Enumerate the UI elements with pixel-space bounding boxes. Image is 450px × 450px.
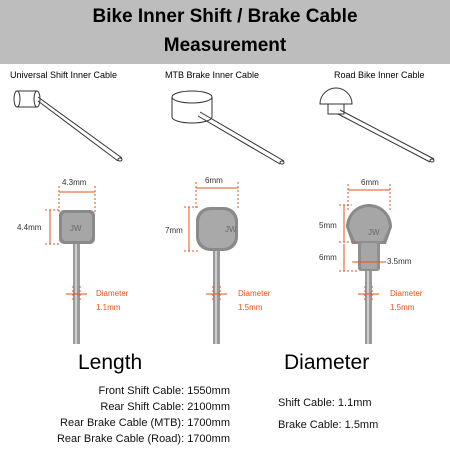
road-width-label: 6mm [361, 178, 379, 187]
diameter-item: Shift Cable: 1.1mm [278, 397, 372, 409]
mtb-cable-photo: JW [196, 207, 238, 344]
universal-cable-drawing [13, 90, 123, 162]
length-item: Rear Brake Cable (MTB): 1700mm [60, 417, 230, 429]
road-cable-drawing [319, 87, 435, 163]
page-title: Bike Inner Shift / Brake Cable [92, 6, 358, 27]
road-neck-label: 3.5mm [387, 257, 412, 266]
page-subtitle: Measurement [163, 35, 287, 56]
length-list: Front Shift Cable: 1550mm Rear Shift Cab… [20, 383, 230, 447]
universal-diameter-label: Diameter [96, 289, 129, 298]
category-mtb: MTB Brake Inner Cable [165, 70, 260, 80]
mtb-diameter-value: 1.5mm [238, 303, 263, 312]
universal-width-label: 4.3mm [62, 178, 87, 187]
category-universal: Universal Shift Inner Cable [10, 70, 118, 80]
mtb-height-label: 7mm [165, 226, 183, 235]
svg-text:JW: JW [368, 228, 380, 237]
length-heading: Length [78, 351, 143, 374]
diameter-list: Shift Cable: 1.1mm Brake Cable: 1.5mm [278, 395, 378, 433]
category-road: Road Bike Inner Cable [334, 70, 425, 80]
mtb-diameter-label: Diameter [238, 289, 271, 298]
svg-text:JW: JW [70, 224, 82, 233]
dimension-lines [45, 182, 391, 302]
road-diameter-label: Diameter [390, 289, 423, 298]
universal-height-label: 4.4mm [17, 223, 42, 232]
road-diameter-value: 1.5mm [390, 303, 415, 312]
header-banner [0, 0, 450, 64]
road-height-top-label: 5mm [319, 221, 337, 230]
road-height-bottom-label: 6mm [319, 253, 337, 262]
road-cable-photo: JW [346, 204, 392, 344]
diameter-item: Brake Cable: 1.5mm [278, 419, 379, 431]
length-item: Rear Shift Cable: 2100mm [100, 401, 230, 413]
universal-cable-photo: JW [59, 210, 95, 344]
mtb-cable-drawing [171, 90, 285, 165]
mtb-width-label: 6mm [205, 176, 223, 185]
length-item: Front Shift Cable: 1550mm [98, 385, 230, 397]
length-item: Rear Brake Cable (Road): 1700mm [56, 433, 230, 445]
diameter-heading: Diameter [284, 351, 370, 374]
svg-text:JW: JW [225, 225, 237, 234]
universal-diameter-value: 1.1mm [96, 303, 121, 312]
